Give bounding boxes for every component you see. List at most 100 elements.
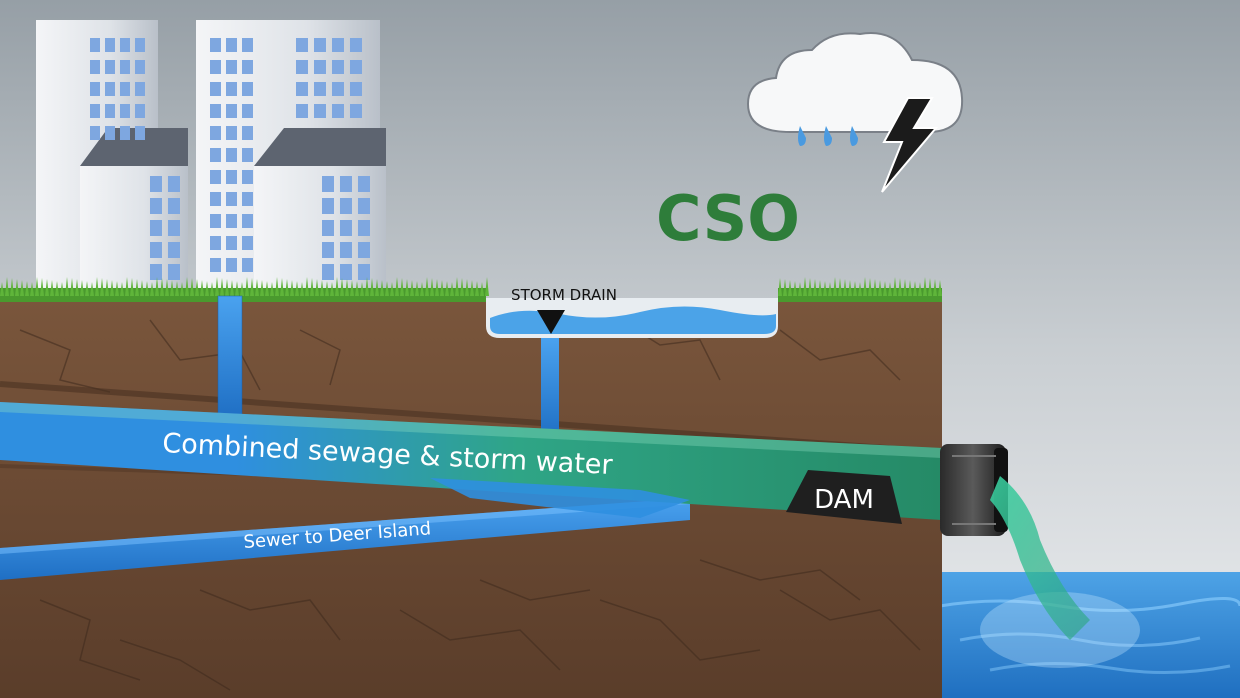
grass-blade (918, 282, 922, 296)
grass-blade (818, 280, 822, 296)
window (296, 104, 308, 118)
window (226, 38, 237, 52)
grass-blade (360, 282, 364, 296)
grass-blade (235, 281, 239, 296)
window (314, 104, 326, 118)
grass-blade (803, 277, 807, 296)
grass-blade (190, 278, 194, 296)
window (90, 104, 100, 118)
grass-blade (405, 279, 409, 296)
grass-blade (155, 277, 159, 296)
window (105, 126, 115, 140)
window (296, 60, 308, 74)
window (210, 170, 221, 184)
window (296, 82, 308, 96)
window (226, 214, 237, 228)
window (242, 82, 253, 96)
grass-blade (325, 281, 329, 296)
grass-blade (90, 282, 94, 296)
grass-blade (798, 282, 802, 296)
window (350, 60, 362, 74)
window (210, 60, 221, 74)
window (226, 104, 237, 118)
grass-blade (300, 282, 304, 296)
window (332, 104, 344, 118)
window (242, 236, 253, 250)
window (90, 126, 100, 140)
building-down-pipe (217, 295, 243, 419)
window (226, 258, 237, 272)
grass-blade (145, 281, 149, 296)
grass-blade (480, 282, 484, 296)
grass-blade (440, 280, 444, 296)
window (105, 60, 115, 74)
dam (786, 470, 902, 524)
window (226, 60, 237, 74)
window (358, 198, 370, 214)
grass-blade (175, 281, 179, 296)
grass-blade (40, 278, 44, 296)
grass-blade (788, 280, 792, 296)
grass-blade (475, 281, 479, 296)
grass-blade (395, 277, 399, 296)
storm-drain-label: STORM DRAIN (511, 286, 617, 304)
window (242, 170, 253, 184)
grass-blade (385, 281, 389, 296)
grass-blade (310, 278, 314, 296)
grass-blade (410, 280, 414, 296)
grass-blade (130, 278, 134, 296)
window (90, 82, 100, 96)
window (340, 176, 352, 192)
grass-blade (828, 282, 832, 296)
window (150, 264, 162, 280)
window (242, 126, 253, 140)
grass-blade (370, 278, 374, 296)
grass-blade (485, 277, 489, 296)
arrow-down-icon (537, 310, 565, 334)
grass-blade (205, 281, 209, 296)
grass-blade (220, 278, 224, 296)
grass-blade (365, 277, 369, 296)
grass-blade (345, 279, 349, 296)
grass-blade (465, 279, 469, 296)
grass-blade (390, 282, 394, 296)
grass-blade (10, 278, 14, 296)
grass-blade (898, 278, 902, 296)
window (242, 258, 253, 272)
grass-blade (868, 278, 872, 296)
window (296, 38, 308, 52)
window (350, 82, 362, 96)
grass-blade (20, 280, 24, 296)
grass-blade (928, 278, 932, 296)
grass-blade (400, 278, 404, 296)
grass-blade (0, 282, 4, 296)
window (210, 148, 221, 162)
grass-blade (5, 277, 9, 296)
window (226, 192, 237, 206)
window (242, 60, 253, 74)
grass-blade (893, 277, 897, 296)
window (314, 82, 326, 96)
window (332, 60, 344, 74)
diagram-title: CSO (656, 182, 800, 255)
window (210, 258, 221, 272)
grass-blade (50, 280, 54, 296)
window (350, 38, 362, 52)
grass-blade (858, 282, 862, 296)
window (358, 176, 370, 192)
window (135, 82, 145, 96)
grass-blade (330, 282, 334, 296)
grass-blade (833, 277, 837, 296)
window (135, 60, 145, 74)
grass-blade (150, 282, 154, 296)
grass-blade (230, 280, 234, 296)
grass-blade (908, 280, 912, 296)
window (226, 170, 237, 184)
window (168, 264, 180, 280)
window (90, 38, 100, 52)
window (242, 148, 253, 162)
window (322, 242, 334, 258)
grass-blade (380, 280, 384, 296)
grass-blade (120, 282, 124, 296)
grass-blade (420, 282, 424, 296)
